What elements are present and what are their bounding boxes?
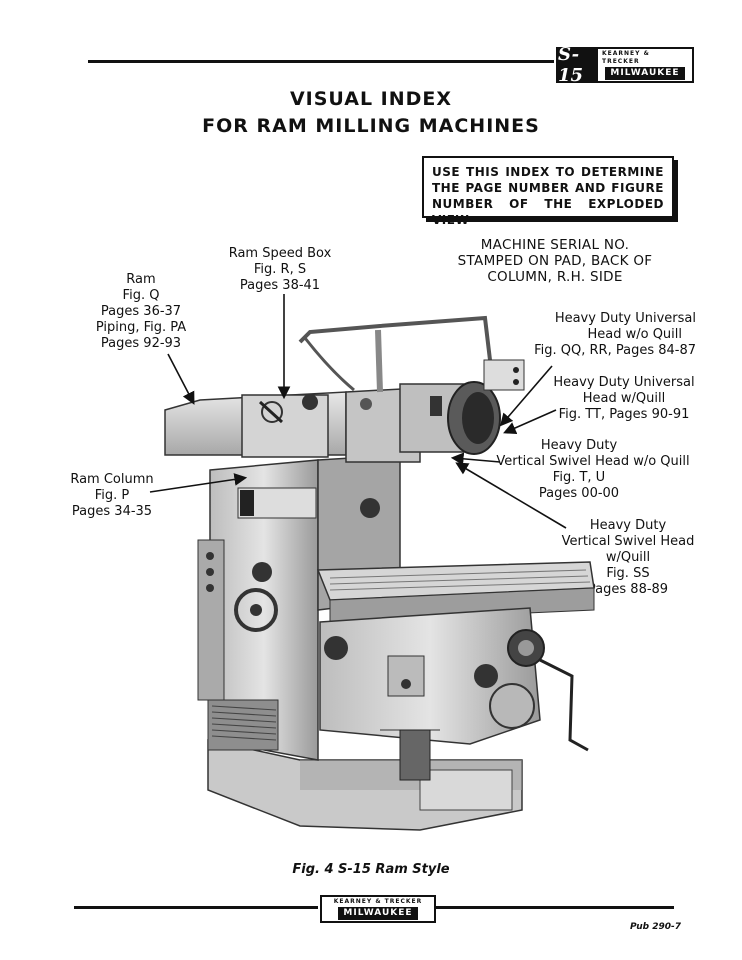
machine-column xyxy=(197,454,401,761)
serial-note-line2: STAMPED ON PAD, BACK OF xyxy=(457,253,653,269)
footer-logo-city: MILWAUKEE xyxy=(338,907,418,920)
machine-ram xyxy=(164,387,421,463)
coolant-piping xyxy=(298,315,492,393)
callout-ram: Ram Fig. Q Pages 36-37 Piping, Fig. PA P… xyxy=(95,272,187,351)
serial-note-line3: COLUMN, R.H. SIDE xyxy=(487,269,623,285)
machine-base xyxy=(207,739,523,831)
logo-city: MILWAUKEE xyxy=(605,67,685,80)
serial-note-line1: MACHINE SERIAL NO. xyxy=(480,237,630,253)
leader-hd-universal-w-quill xyxy=(503,409,557,434)
leader-hd-universal-wo-quill xyxy=(499,365,553,427)
header-rule xyxy=(88,60,554,63)
publication-number: Pub 290-7 xyxy=(630,922,682,932)
callout-leaders xyxy=(149,294,567,529)
machine-knee xyxy=(319,607,589,781)
leader-ram xyxy=(167,353,195,405)
footer-logo-company: KEARNEY & TRECKER xyxy=(333,898,423,905)
serial-note: MACHINE SERIAL NO. STAMPED ON PAD, BACK … xyxy=(440,237,670,285)
callout-hd-universal-w-quill: Heavy Duty Universal Head w/Quill Fig. T… xyxy=(553,375,695,422)
leader-hd-vertical-swivel-wo-quill xyxy=(450,452,501,466)
machine-head xyxy=(399,381,501,455)
callout-hd-vertical-swivel-w-quill: Heavy Duty Vertical Swivel Head w/Quill … xyxy=(561,518,695,597)
footer-rule-right xyxy=(436,906,674,909)
switch-box xyxy=(483,359,525,391)
leader-ram-column xyxy=(149,473,248,493)
footer-logo: KEARNEY & TRECKER MILWAUKEE xyxy=(320,895,436,923)
footer-rule-left xyxy=(74,906,318,909)
callout-hd-vertical-swivel-wo-quill: Heavy Duty Vertical Swivel Head w/o Quil… xyxy=(496,438,690,501)
logo-company: KEARNEY & TRECKER xyxy=(602,50,650,65)
callout-ram-column: Ram Column Fig. P Pages 34-35 xyxy=(70,472,154,519)
callout-hd-universal-wo-quill: Heavy Duty Universal Head w/o Quill Fig.… xyxy=(534,311,696,358)
index-notice: USE THIS INDEX TO DETERMINE THE PAGE NUM… xyxy=(422,156,674,227)
callout-ram-speed-box: Ram Speed Box Fig. R, S Pages 38-41 xyxy=(228,246,332,293)
leader-hd-vertical-swivel-w-quill xyxy=(455,462,567,529)
page-subtitle: FOR RAM MILLING MACHINES xyxy=(202,115,540,137)
figure-caption: Fig. 4 S-15 Ram Style xyxy=(292,862,450,877)
machine-table xyxy=(316,561,595,623)
logo-model: S-15 xyxy=(558,44,598,86)
page-title: VISUAL INDEX xyxy=(289,88,453,110)
header-logo: S-15 KEARNEY & TRECKER MILWAUKEE xyxy=(556,44,694,86)
